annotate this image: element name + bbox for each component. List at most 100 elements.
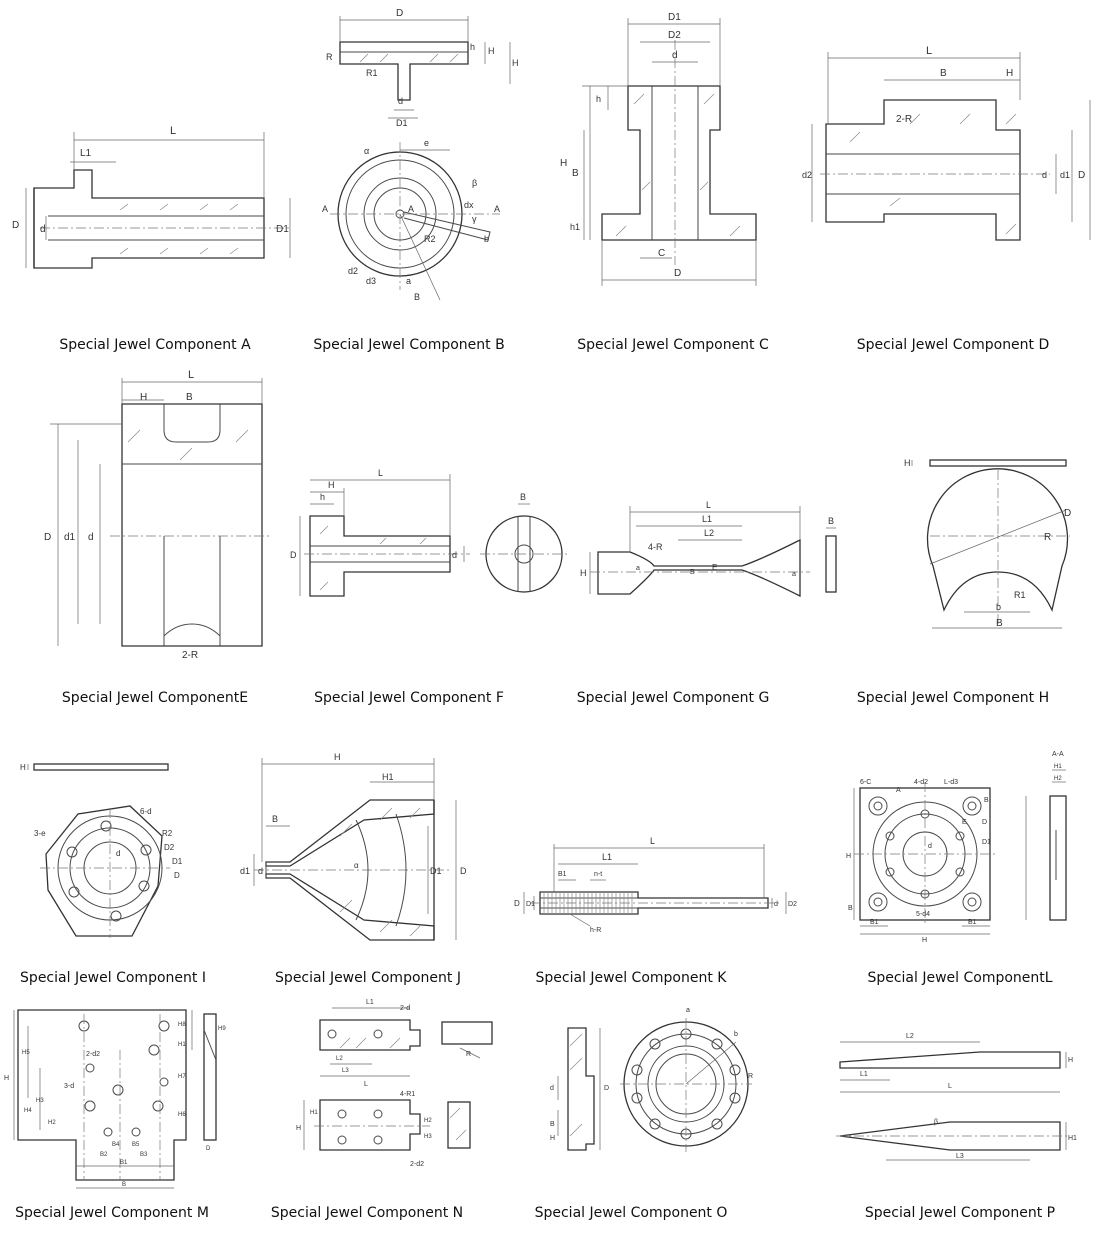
label-d1: d1 [64,532,76,543]
label-H1: H1 [382,772,394,782]
component-b: D h H H R R1 d D1 e β α A A A dx γ R2 [300,0,560,360]
label-L: L [948,1083,952,1090]
label-H-left: H [846,853,851,860]
label-4-d2: 4-d2 [914,779,928,786]
label-d: d [116,849,120,858]
label-L2: L2 [336,1056,343,1062]
label-L2: L2 [906,1033,914,1040]
label-R1: R1 [1014,590,1026,600]
label-B: B [996,618,1003,629]
component-n-drawing: L1 2-d L2 L3 L H 4-R1 H1 H2 H3 2-d2 R [296,999,493,1168]
label-H1: H1 [1068,1135,1077,1142]
component-o-drawing: D d B H a b R [550,1007,753,1152]
label-D1: D1 [982,839,991,846]
label-2-R: 2-R [896,114,912,125]
label-H2: H2 [48,1120,56,1126]
label-A: A [896,787,901,794]
caption-j: Special Jewel Component J [275,970,461,986]
label-b: b [996,602,1001,612]
label-d: d [40,224,46,235]
label-L: L [926,45,932,57]
component-c-drawing: D1 D2 d h H B h1 C D [560,12,757,286]
component-k-drawing: L L1 B1 n-t D D1 h-R d D2 [514,836,797,934]
label-beta: β [472,178,477,188]
component-o: D d B H a b R Special Jewel Component O [535,990,800,1235]
label-n-t: n-t [594,871,602,878]
label-H: H [296,1125,301,1132]
component-c: D1 D2 d h H B h1 C D Special Jewel Compo… [560,0,820,360]
label-H-bottom: H [922,937,927,944]
label-H6: H6 [178,1112,186,1118]
label-D2: D2 [164,843,175,852]
label-R: R [466,1051,471,1058]
label-d: d [1042,170,1047,180]
label-H2: H2 [1054,776,1062,782]
label-D1: D1 [668,12,681,23]
component-i: H 6-d 3-e R2 D2 D1 D d Special Jewel Com… [0,740,260,990]
label-2-d2: 2-d2 [410,1161,424,1168]
component-a-drawing: L L1 D d D1 [12,125,291,269]
label-R: R [748,1073,753,1080]
label-5-d4: 5-d4 [916,911,930,918]
component-b-drawing: D h H H R R1 d D1 e β α A A A dx γ R2 [322,8,519,302]
label-D2: D2 [788,901,797,908]
label-D: D [12,220,19,231]
label-L1: L1 [80,148,92,159]
label-H: H [1006,68,1013,79]
label-H1: H1 [310,1110,318,1116]
label-B-left: B [848,905,853,912]
label-d2: d2 [802,170,812,180]
label-H9: H9 [218,1026,226,1032]
label-D1: D1 [276,224,289,235]
label-dx: dx [464,200,474,210]
component-a: L L1 D d D1 Special Jewel Component A [0,0,300,360]
label-D: D [604,1085,609,1092]
component-f-drawing: L H h D d B [290,468,568,597]
label-H: H [334,752,341,762]
component-g-drawing: L L1 L2 4-R H a B E a B [580,500,837,598]
label-B1-left: B1 [870,919,879,926]
label-h-R: h-R [590,927,601,934]
label-D: D [1078,170,1085,181]
label-2-d: 2-d [400,1005,410,1012]
label-d1: d1 [1060,170,1070,180]
label-B: B [414,292,420,302]
caption-e: Special Jewel ComponentE [61,690,249,706]
label-4-R: 4-R [648,542,663,552]
component-p: L2 L1 L H β H1 L3 Special Jewel Componen… [830,990,1108,1235]
label-H: H [20,763,26,772]
label-D1: D1 [430,866,442,876]
label-B3: B3 [140,1152,148,1158]
label-H: H [560,158,567,169]
label-H3: H3 [36,1098,44,1104]
caption-i: Special Jewel Component I [20,970,206,986]
label-B: B [520,492,526,502]
label-A-center: A [408,204,414,214]
component-l-drawing: A-A 6-C 4-d2 L-d3 A B E d D D1 H B [846,751,1067,944]
component-d: L B H 2-R d2 d d1 D Special Jewel Compon… [802,0,1108,360]
caption-b: Special Jewel Component B [313,337,505,353]
label-L-d3: L-d3 [944,779,958,786]
label-B: B [186,392,193,403]
label-B: B [690,569,695,576]
label-6-d: 6-d [140,807,152,816]
caption-a: Special Jewel Component A [59,337,251,353]
label-3-d: 3-d [64,1083,74,1090]
label-D: D [290,550,297,560]
label-B: B [272,814,278,824]
component-j-drawing: H H1 B d1 d α D1 D [240,752,467,941]
label-H1: H1 [178,1042,186,1048]
label-B1-right: B1 [968,919,977,926]
label-H: H [904,458,911,468]
label-d: d [258,866,263,876]
label-b: b [484,234,489,244]
caption-n: Special Jewel Component N [270,1205,464,1221]
label-H3: H3 [424,1134,432,1140]
caption-c: Special Jewel Component C [577,337,769,353]
label-L1: L1 [860,1071,868,1078]
label-L2: L2 [704,528,714,538]
label-L1: L1 [702,514,712,524]
label-d: d [398,96,403,106]
caption-d: Special Jewel Component D [856,337,1050,353]
caption-g: Special Jewel Component G [576,690,770,706]
